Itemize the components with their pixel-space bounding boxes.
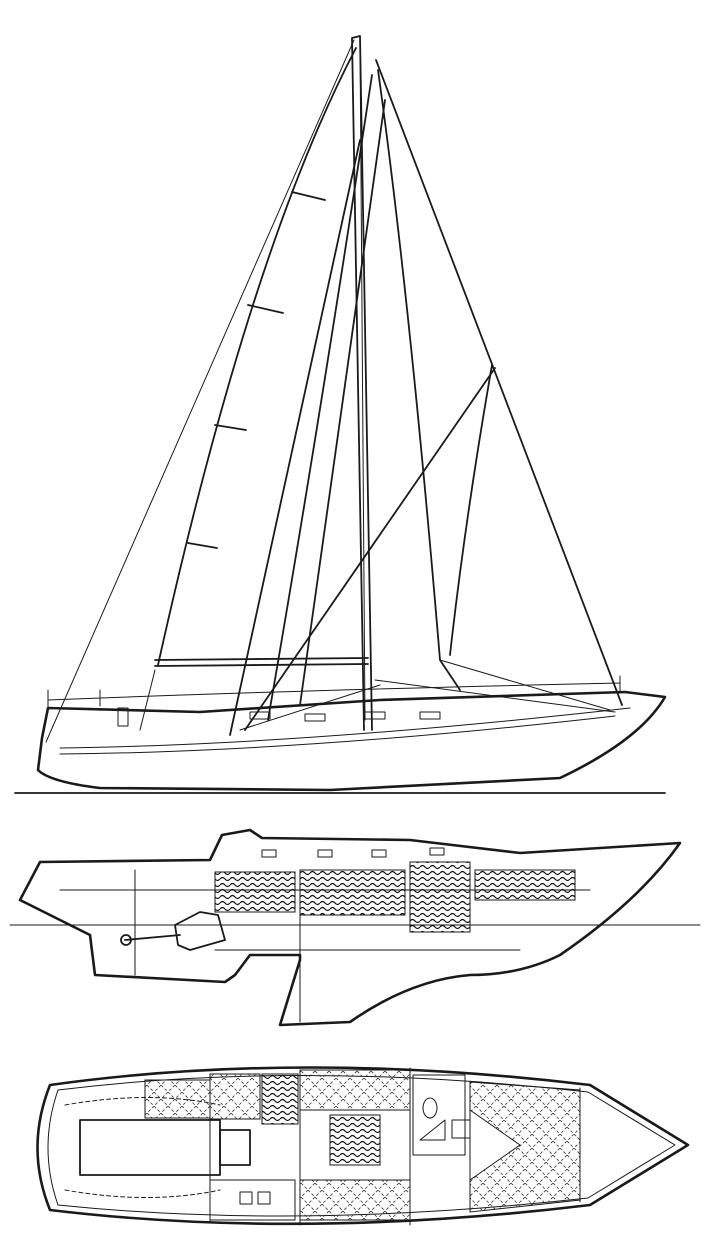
companionway [219, 1129, 251, 1166]
locker [261, 1073, 299, 1125]
hull-side [36, 690, 667, 792]
head-block [409, 861, 471, 933]
profile-portlights [261, 847, 445, 858]
bulkheads [209, 1067, 581, 1226]
v-berth [469, 1081, 581, 1213]
genoa-leech-3 [299, 99, 386, 706]
engine [174, 911, 226, 951]
genoa-leech-1 [229, 139, 361, 736]
sail-plan [14, 35, 667, 794]
shroud [139, 39, 366, 731]
sheer-stripe [59, 707, 631, 755]
accommodation-plan [36, 1066, 690, 1226]
headstay [375, 59, 623, 706]
boom [154, 657, 369, 667]
hanging-locker [419, 1119, 446, 1141]
mainsail-battens [187, 191, 326, 549]
staysail-leech [449, 364, 493, 656]
mainsail-leech [157, 47, 357, 666]
settee-starboard [299, 1179, 411, 1221]
genoa-leech-2 [267, 74, 373, 721]
profile-hull [18, 828, 682, 1027]
winch [117, 707, 129, 727]
settee-port [299, 1069, 411, 1111]
staysail-stay [244, 367, 496, 731]
settee-block [299, 869, 406, 916]
head [412, 1074, 466, 1156]
inboard-profile [9, 828, 701, 1027]
backstay [45, 39, 355, 743]
nav-station [209, 1073, 261, 1120]
jib-leech [377, 69, 461, 691]
propeller [120, 934, 132, 946]
stove-burners [239, 1191, 271, 1205]
cockpit [79, 1119, 221, 1176]
mast [351, 35, 373, 731]
lifelines [47, 675, 621, 709]
sink [451, 1119, 471, 1139]
deck-outline [36, 1066, 690, 1226]
portlights [249, 711, 441, 722]
quarter-berth-port [144, 1079, 211, 1119]
toilet [422, 1097, 438, 1119]
forepeak-block [474, 869, 576, 901]
galley-block [214, 871, 296, 913]
prop-shaft [124, 934, 181, 941]
saloon-table [329, 1114, 381, 1166]
